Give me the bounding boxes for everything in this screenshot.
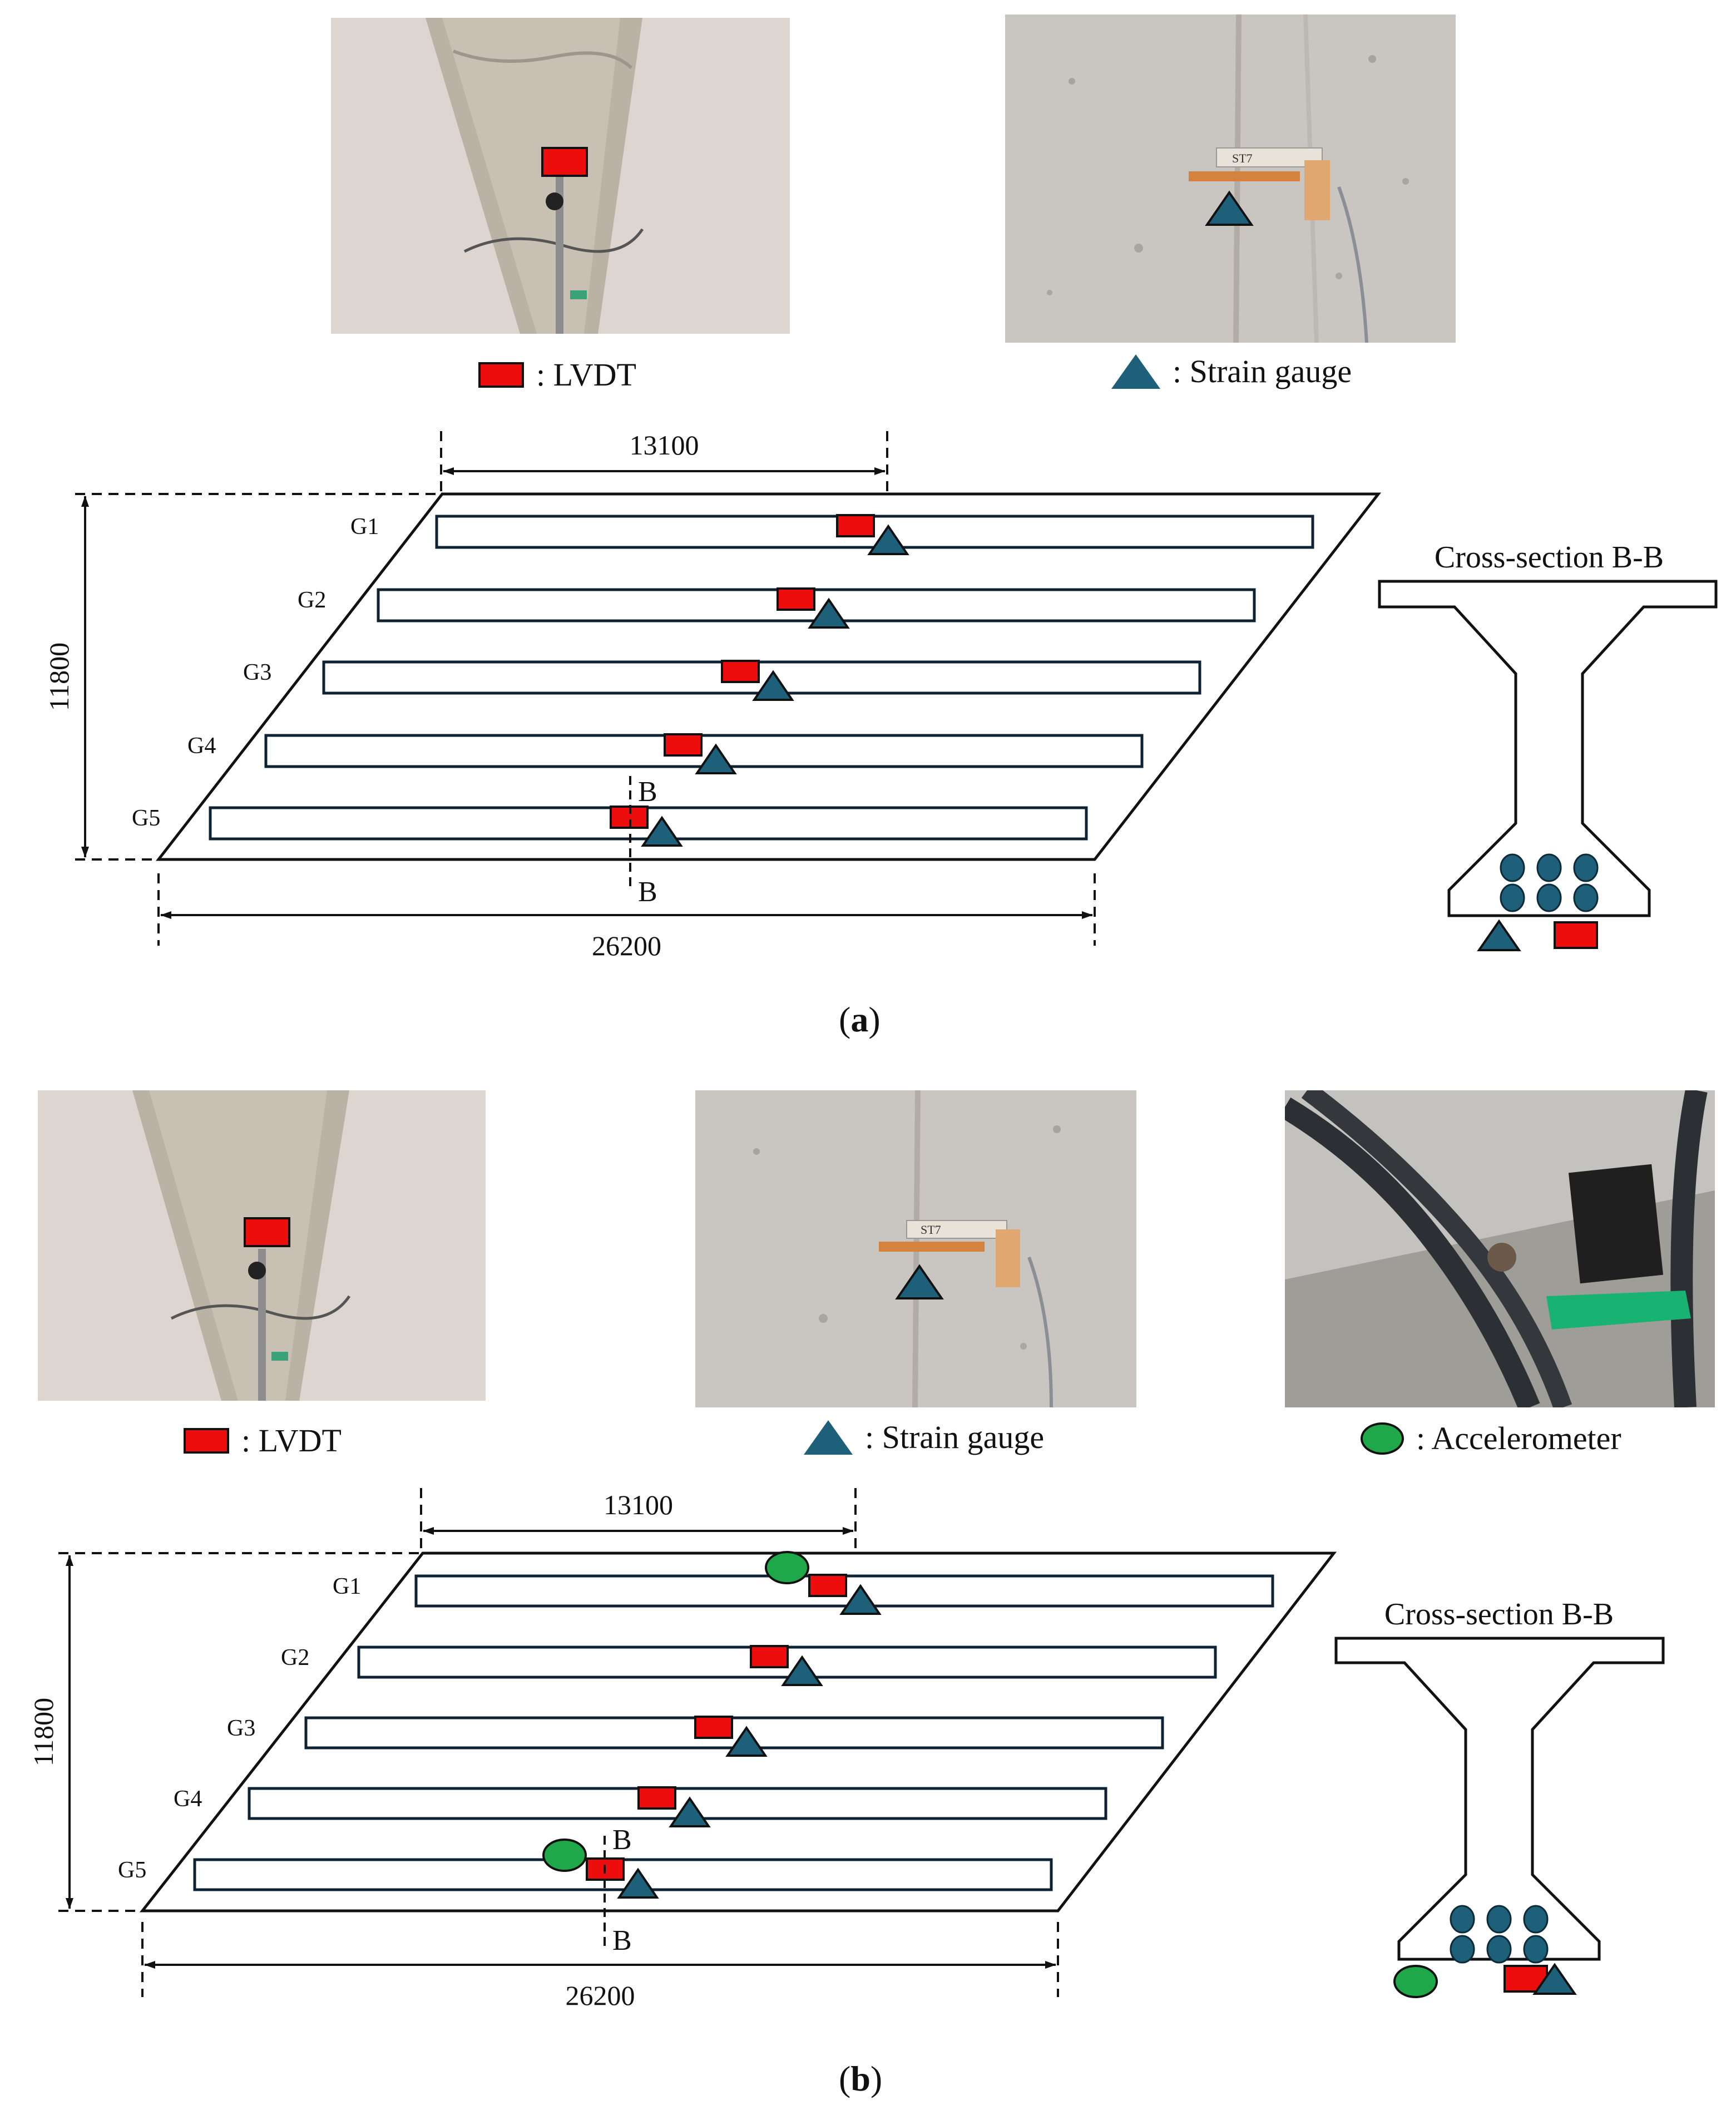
girder-label: G5: [118, 1857, 146, 1883]
dim-bottom-label: 26200: [566, 1980, 635, 2011]
girder-label: G1: [333, 1574, 361, 1599]
photo-strain-gauge-a: ST7: [1005, 14, 1456, 343]
caption-a-label: a: [850, 1000, 869, 1039]
caption-b-label: b: [850, 2059, 871, 2098]
photo-accelerometer-b: [1285, 1090, 1715, 1407]
girder-3: [304, 1716, 1164, 1750]
girder-label: G3: [227, 1716, 255, 1741]
tendon: [1536, 883, 1562, 912]
girder-label: G3: [243, 660, 271, 685]
legend-strain-label: : Strain gauge: [1173, 353, 1352, 389]
legend-strain-label: : Strain gauge: [865, 1419, 1045, 1455]
legend-strain-a: : Strain gauge: [1111, 353, 1352, 390]
accelerometer-marker: [765, 1551, 809, 1584]
dim-top-label: 13100: [604, 1489, 673, 1520]
tendon: [1500, 883, 1525, 912]
girder-label: G4: [187, 733, 216, 759]
lvdt-icon: [478, 362, 524, 388]
tendon: [1573, 883, 1599, 912]
strain-gauge-marker: [752, 670, 794, 701]
dim-left-label: 11800: [28, 1698, 59, 1766]
strain-gauge-marker: [867, 524, 909, 555]
lvdt-marker: [664, 733, 703, 757]
tendon: [1523, 1935, 1549, 1964]
gauge-tag-text: ST7: [921, 1223, 941, 1237]
dim-top-label: 13100: [630, 429, 699, 461]
tendon: [1486, 1935, 1512, 1964]
legend-strain-b: : Strain gauge: [804, 1419, 1044, 1456]
girder-label: G2: [298, 587, 326, 613]
lvdt-marker: [1554, 921, 1598, 949]
bridge-deck: [139, 1551, 1337, 1913]
cross-section-title: Cross-section B-B: [1384, 1597, 1614, 1632]
tendon: [1573, 853, 1599, 882]
photo-lvdt-b: [38, 1090, 486, 1401]
strain-gauge-marker: [695, 743, 737, 774]
strain-gauge-marker: [1477, 919, 1521, 951]
lvdt-marker: [721, 660, 760, 683]
gauge-tag-text: ST7: [1232, 151, 1253, 165]
girder-label: G1: [350, 514, 379, 540]
girder-cross-section: [1378, 580, 1718, 917]
strain-gauge-marker: [895, 1264, 944, 1299]
legend-accel-b: : Accelerometer: [1361, 1420, 1621, 1457]
legend-lvdt-b: : LVDT: [184, 1422, 342, 1459]
strain-gauge-marker: [839, 1584, 882, 1615]
strain-gauge-marker: [1532, 1963, 1577, 1995]
lvdt-marker: [694, 1716, 733, 1739]
lvdt-marker: [750, 1645, 789, 1668]
lvdt-marker: [244, 1217, 290, 1247]
tendon: [1536, 853, 1562, 882]
tendon: [1486, 1905, 1512, 1934]
lvdt-marker: [836, 514, 875, 537]
tendon: [1450, 1905, 1475, 1934]
caption-a: (a): [839, 1000, 881, 1039]
legend-lvdt-a: : LVDT: [478, 356, 636, 393]
girder-4: [248, 1787, 1107, 1820]
dim-bottom-label: 26200: [592, 930, 661, 961]
photo-strain-gauge-b: ST7: [695, 1090, 1136, 1407]
strain-gauge-marker: [641, 816, 683, 847]
strain-gauge-marker: [669, 1796, 711, 1827]
lvdt-marker: [541, 147, 588, 177]
section-mark-top: B: [638, 776, 657, 808]
legend-lvdt-label: : LVDT: [536, 357, 636, 393]
lvdt-marker: [776, 587, 815, 611]
tendon: [1450, 1935, 1475, 1964]
section-mark-bottom: B: [612, 1925, 632, 1956]
strain-gauge-marker: [808, 597, 850, 629]
accelerometer-marker: [542, 1839, 587, 1872]
legend-lvdt-label: : LVDT: [241, 1422, 342, 1459]
lvdt-icon: [184, 1427, 229, 1454]
section-mark-top: B: [612, 1824, 632, 1856]
bridge-deck: [155, 492, 1382, 861]
girder-cross-section: [1334, 1637, 1665, 1961]
legend-accel-label: : Accelerometer: [1416, 1420, 1621, 1456]
strain-gauge-icon: [804, 1420, 853, 1455]
cross-section-title: Cross-section B-B: [1435, 540, 1664, 575]
accelerometer-icon: [1361, 1422, 1404, 1455]
strain-gauge-icon: [1111, 354, 1160, 389]
tendon: [1523, 1905, 1549, 1934]
girder-label: G2: [281, 1645, 309, 1671]
accelerometer-marker: [1393, 1965, 1438, 1998]
section-mark-bottom: B: [638, 876, 657, 908]
caption-b: (b): [839, 2059, 883, 2098]
photo-lvdt-a: [331, 18, 790, 334]
girder-label: G4: [174, 1786, 202, 1812]
lvdt-marker: [808, 1574, 847, 1597]
tendon: [1500, 853, 1525, 882]
strain-gauge-marker: [725, 1726, 768, 1757]
strain-gauge-marker: [1205, 190, 1254, 226]
strain-gauge-marker: [617, 1867, 659, 1899]
girder-2: [377, 588, 1256, 622]
strain-gauge-marker: [781, 1655, 823, 1686]
lvdt-marker: [637, 1786, 676, 1810]
dim-left-label: 11800: [43, 643, 75, 711]
girder-label: G5: [132, 806, 160, 831]
